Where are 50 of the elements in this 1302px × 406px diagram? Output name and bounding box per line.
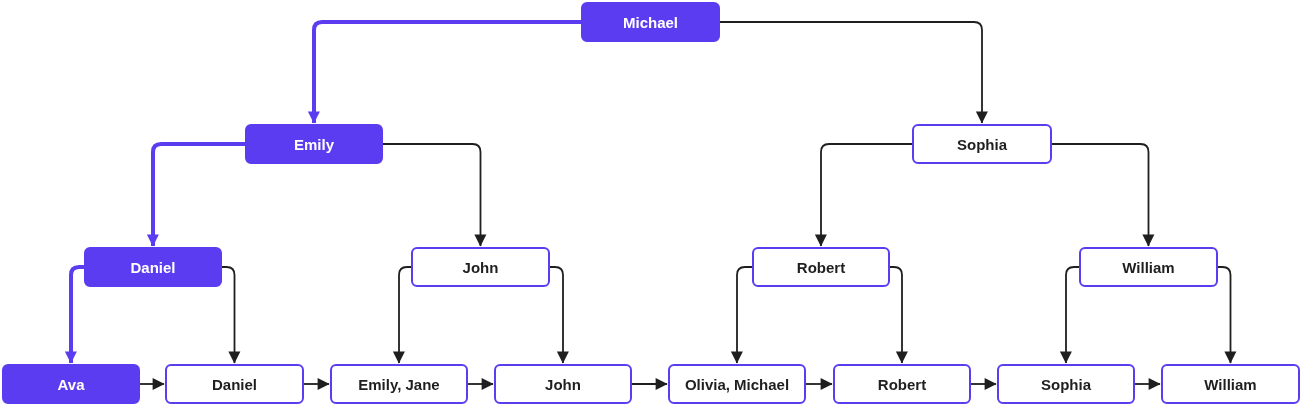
- arrow: [146, 142, 245, 247]
- person-box: [833, 364, 971, 404]
- person-box: [494, 364, 632, 404]
- arrow: [805, 378, 833, 391]
- person-box: [165, 364, 304, 404]
- arrow: [970, 378, 997, 391]
- arrow: [1059, 266, 1080, 364]
- person-name: Daniel: [130, 258, 176, 276]
- arrow: [467, 378, 494, 391]
- person-box: [912, 124, 1052, 164]
- person-name: Ava: [57, 375, 85, 393]
- arrow: [814, 143, 913, 247]
- arrow: [1217, 266, 1237, 364]
- arrow: [64, 265, 84, 364]
- person-box: [1079, 247, 1218, 287]
- person-box: [411, 247, 550, 287]
- person-name: Emily: [294, 135, 334, 153]
- arrow: [1134, 378, 1161, 391]
- person-box: [1161, 364, 1300, 404]
- person-box: [668, 364, 806, 404]
- arrow: [303, 378, 330, 391]
- person-name: William: [1204, 375, 1257, 393]
- person-name: Robert: [796, 258, 846, 276]
- person-box: [330, 364, 468, 404]
- arrow: [719, 21, 988, 124]
- arrow: [382, 143, 487, 247]
- person-name: Michael: [623, 13, 678, 31]
- arrow: [392, 266, 412, 364]
- person-name: Robert: [877, 375, 927, 393]
- person-box: [2, 364, 140, 404]
- person-box: [581, 2, 720, 42]
- arrow: [549, 266, 569, 364]
- person-name: Sophia: [957, 135, 1007, 153]
- person-box: [997, 364, 1135, 404]
- arrow: [139, 378, 165, 391]
- arrow: [889, 266, 908, 364]
- arrow: [307, 20, 581, 124]
- arrow: [631, 378, 668, 391]
- person-name: Daniel: [212, 375, 257, 393]
- person-name: Emily, Jane: [358, 375, 440, 393]
- person-name: John: [545, 375, 581, 393]
- arrow: [1051, 143, 1155, 247]
- person-box: [245, 124, 383, 164]
- arrow: [221, 266, 241, 364]
- person-box: [752, 247, 890, 287]
- person-name: Sophia: [1041, 375, 1091, 393]
- person-name: William: [1122, 258, 1175, 276]
- person-name: John: [462, 258, 499, 276]
- person-box: [84, 247, 222, 287]
- person-name: Olivia, Michael: [684, 375, 790, 393]
